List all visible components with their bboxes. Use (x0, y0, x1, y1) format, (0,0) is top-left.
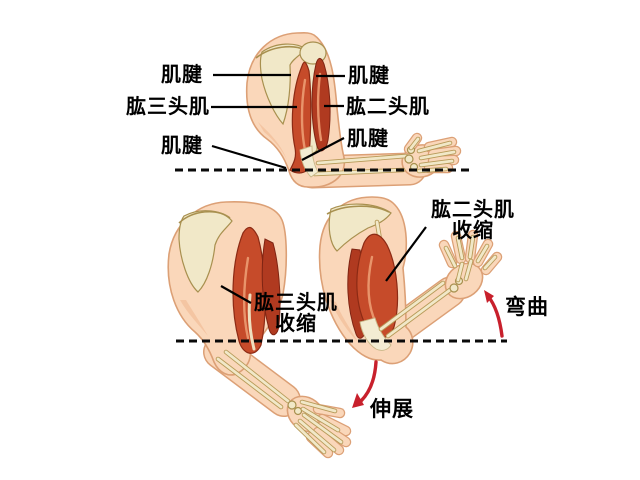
label-top-right-biceps: 肱二头肌 (346, 96, 430, 118)
label-extend-action: 伸展 (370, 398, 414, 421)
label-top-right-tendon-lower: 肌腱 (347, 128, 389, 150)
bottom-right-arm-figure (318, 196, 503, 365)
leader-top-left-tendon-lower (211, 144, 287, 170)
label-top-left-tendon-lower: 肌腱 (161, 135, 203, 157)
leader-bottom-left-muscle (220, 285, 252, 304)
bottom-left-triceps-muscle (232, 226, 266, 354)
label-biceps-contraction-line1: 肱二头肌 (431, 199, 515, 221)
flex-arrow-icon (484, 290, 504, 338)
top-arm-figure (245, 32, 462, 189)
label-top-left-triceps: 肱三头肌 (126, 96, 210, 118)
label-leader-lines (211, 73, 427, 304)
label-top-left-tendon-upper: 肌腱 (161, 64, 203, 86)
label-biceps-contraction-line2: 收缩 (452, 220, 494, 242)
bottom-right-scapula-bone (328, 203, 392, 252)
label-biceps-contraction: 肱二头肌 收缩 (425, 200, 521, 242)
leader-bottom-right-muscle (385, 226, 427, 282)
bottom-right-biceps-muscle (356, 233, 399, 339)
top-triceps-muscle (289, 61, 312, 174)
label-triceps-contraction-line1: 肱三头肌 (254, 292, 338, 314)
leader-top-right-tendon-lower (301, 137, 345, 161)
top-elbow-tendon (299, 145, 319, 178)
label-top-right-tendon-upper: 肌腱 (348, 65, 390, 87)
label-triceps-contraction: 肱三头肌 收缩 (248, 293, 344, 335)
label-triceps-contraction-line2: 收缩 (275, 313, 317, 335)
top-biceps-muscle (311, 57, 331, 152)
extend-arrow-icon (352, 360, 378, 408)
bottom-right-forearm-bones (378, 234, 498, 339)
label-flex-action: 弯曲 (505, 296, 549, 319)
bottom-left-biceps-muscle (261, 238, 281, 336)
bottom-left-forearm-bones (215, 349, 344, 455)
